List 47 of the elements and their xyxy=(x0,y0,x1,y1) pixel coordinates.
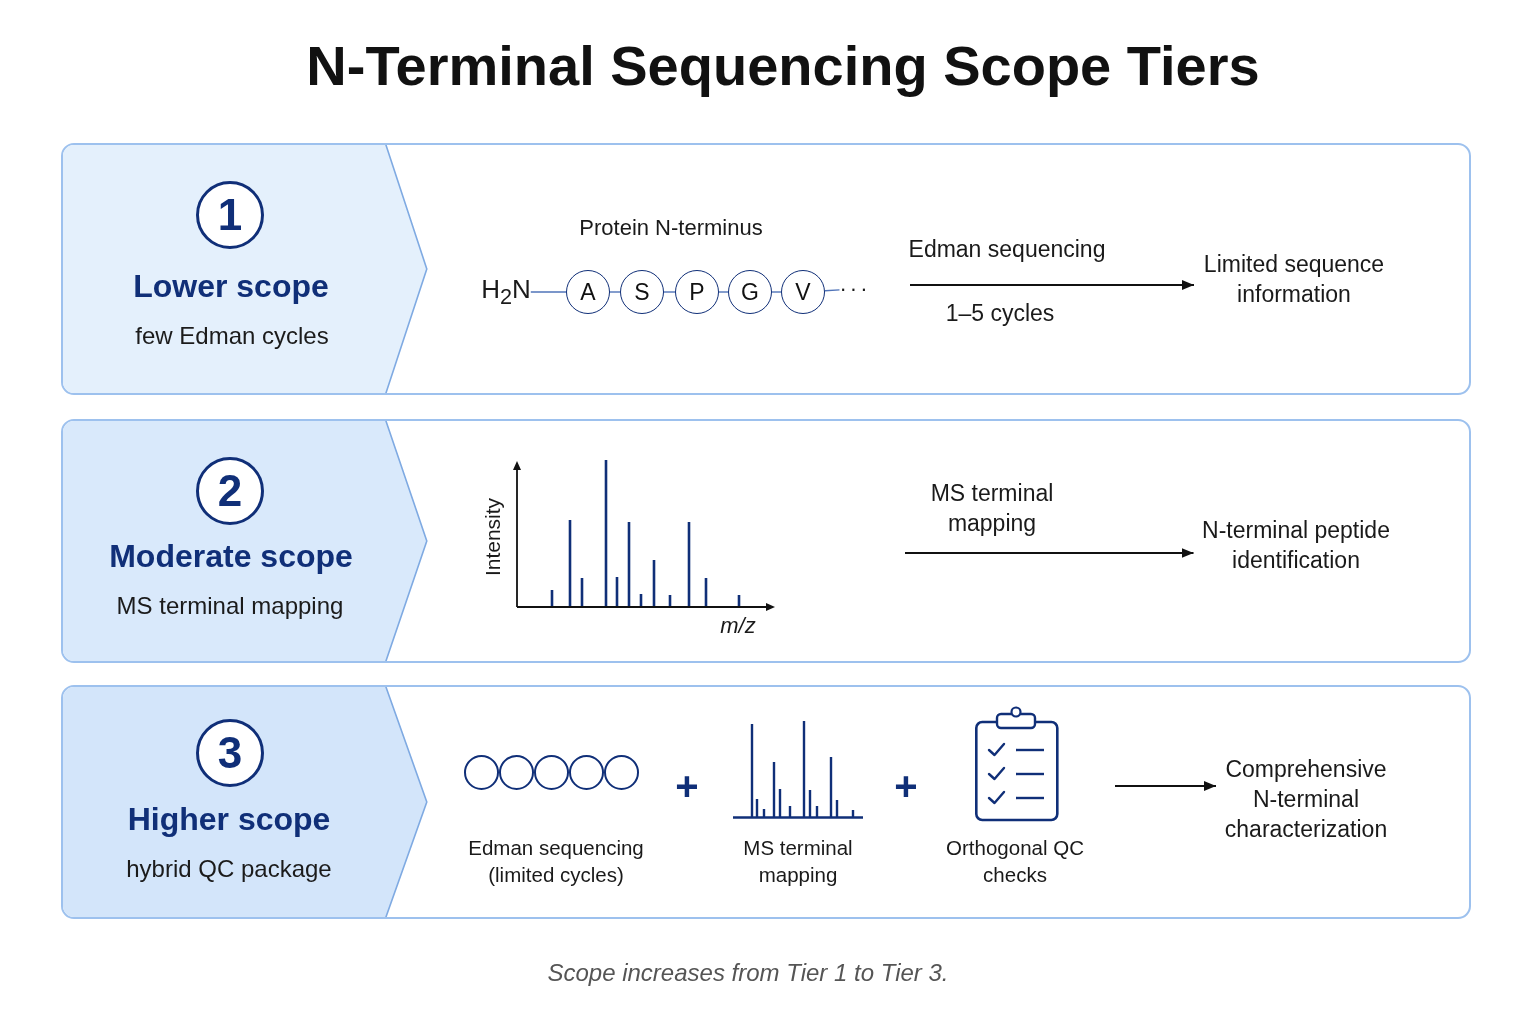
residue-circle: G xyxy=(728,270,772,314)
axis-label: Intensity xyxy=(480,497,506,577)
title: N-Terminal Sequencing Scope Tiers xyxy=(306,32,1260,99)
connector-line xyxy=(663,291,676,293)
sequence-label: Protein N-terminus xyxy=(579,213,763,242)
item-caption: MS terminal mapping xyxy=(742,835,854,888)
ellipsis: ··· xyxy=(839,274,871,304)
plus-sign: + xyxy=(894,763,918,810)
connector-line xyxy=(530,291,567,293)
item-caption: Orthogonal QC checks xyxy=(945,835,1085,888)
tier-panel xyxy=(61,685,1471,919)
item-caption: Edman sequencing (limited cycles) xyxy=(467,835,645,888)
arrow xyxy=(905,548,1194,558)
tier-subtitle: few Edman cycles xyxy=(135,321,329,352)
arrow xyxy=(1115,781,1216,791)
caption: Scope increases from Tier 1 to Tier 3. xyxy=(547,958,949,989)
residue-circle xyxy=(533,754,569,790)
residue-circle: P xyxy=(675,270,719,314)
tier-chevron xyxy=(63,145,428,393)
tier-subtitle: MS terminal mapping xyxy=(116,591,344,622)
tier-panel xyxy=(61,419,1471,663)
residue-circle: A xyxy=(566,270,610,314)
cycle-count-label: 1–5 cycles xyxy=(945,299,1055,329)
residue-circle xyxy=(498,754,534,790)
tier-chevron xyxy=(63,421,428,661)
arrow xyxy=(910,280,1194,290)
connector-line xyxy=(824,289,841,292)
connector-line xyxy=(609,291,621,293)
residue-circle: V xyxy=(781,270,825,314)
tier-chevron xyxy=(63,687,428,917)
amino-group-label: H$_{2}$N xyxy=(481,272,531,312)
tier-heading: Higher scope xyxy=(127,800,331,840)
result-text: Comprehensive N-terminal characterization xyxy=(1216,755,1396,845)
tier-panel xyxy=(61,143,1471,395)
tier-subtitle: hybrid QC package xyxy=(126,854,332,885)
residue-circle xyxy=(463,754,499,790)
connector-line xyxy=(718,291,729,293)
tier-heading: Moderate scope xyxy=(109,537,353,577)
residue-circle xyxy=(603,754,639,790)
connector-line xyxy=(771,291,782,293)
result-text: Limited sequence information xyxy=(1194,250,1394,310)
residue-circle xyxy=(568,754,604,790)
result-text: N-terminal peptide identification xyxy=(1193,516,1399,576)
axis-label: m/z xyxy=(720,611,756,640)
plus-sign: + xyxy=(675,763,699,810)
tier-heading: Lower scope xyxy=(133,267,329,307)
residue-circle: S xyxy=(620,270,664,314)
